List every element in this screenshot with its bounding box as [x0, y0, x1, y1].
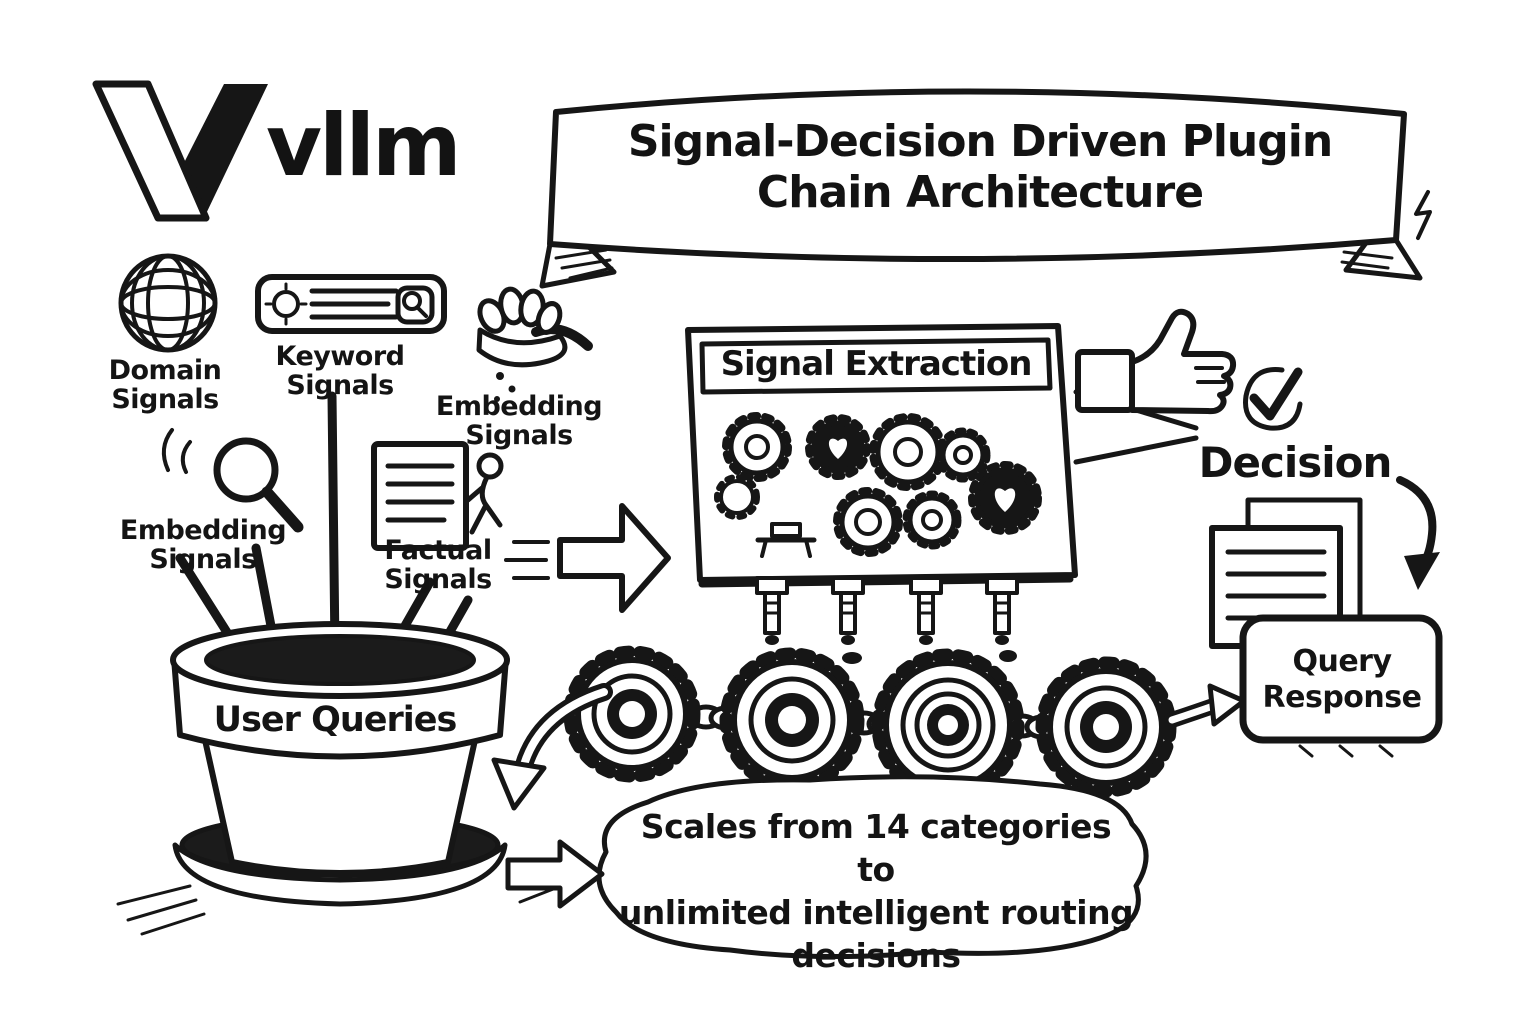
- decision-label: Decision: [1198, 438, 1393, 487]
- banner-title-line2: Chain Architecture: [756, 167, 1204, 218]
- pot-label: User Queries: [213, 700, 458, 740]
- speed-lines: [504, 540, 550, 580]
- runner-icon: [465, 452, 504, 535]
- bubble-tail-arrow-icon: [505, 839, 605, 909]
- label-embedding-signals-top: Embedding Signals: [435, 391, 603, 452]
- check-icon: [1243, 367, 1303, 431]
- bubble-line3: decisions: [791, 935, 961, 975]
- gear-chain-icon: [563, 645, 1177, 802]
- label-embedding-signals-left: Embedding Signals: [119, 515, 287, 576]
- user-queries-pot: [170, 621, 510, 876]
- extraction-title: Signal Extraction: [720, 344, 1033, 384]
- banner-squiggle: [1414, 190, 1432, 240]
- extraction-gears-icon: [714, 412, 1042, 558]
- label-keyword-signals: Keyword Signals: [275, 341, 406, 402]
- thumbs-up-icon: [1075, 308, 1237, 415]
- globe-icon: [118, 253, 218, 353]
- banner-title-line1: Signal-Decision Driven Plugin: [627, 116, 1333, 167]
- decision-arrow-icon: [1396, 476, 1440, 590]
- banner-ribbon: [539, 88, 1432, 289]
- banner-title: Signal-Decision Driven Plugin Chain Arch…: [556, 116, 1404, 218]
- vllm-logo-icon: [92, 80, 268, 222]
- magnifier-icon: [161, 428, 304, 533]
- saucer-front: [172, 842, 508, 907]
- hand-sprinkle-icon: [476, 286, 593, 402]
- bubble-line2: unlimited intelligent routing: [618, 892, 1134, 932]
- logo-brand: vllm: [266, 96, 462, 196]
- label-domain-signals: Domain Signals: [108, 355, 222, 416]
- chain-arrow-icon: [1164, 683, 1247, 728]
- flow-arrow-icon: [504, 503, 671, 613]
- query-response-box: [1239, 614, 1443, 758]
- bench-icon: [755, 522, 817, 558]
- plug-connectors-icon: [755, 576, 1019, 664]
- speech-bubble: [505, 774, 1149, 960]
- label-factual-signals: Factual Signals: [384, 535, 492, 596]
- response-label: Query Response: [1262, 644, 1422, 715]
- swoop-arrow-icon: [491, 683, 613, 811]
- bubble-text: Scales from 14 categories to unlimited i…: [618, 806, 1134, 978]
- bubble-line1: Scales from 14 categories to: [640, 807, 1112, 889]
- factual-doc-icon: [371, 441, 504, 551]
- search-bar-icon: [255, 274, 447, 334]
